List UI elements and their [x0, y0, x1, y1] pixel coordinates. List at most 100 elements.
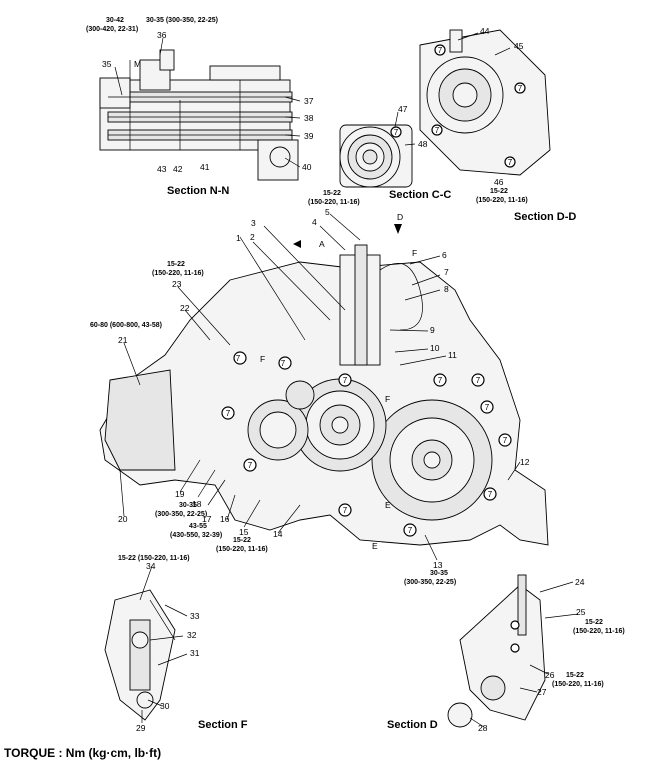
callout-12: 12 — [520, 457, 530, 467]
torque-15-22-15: 15-22 (150-220, 11-16) — [216, 537, 268, 553]
callout-41: 41 — [200, 162, 210, 172]
callout-28: 28 — [478, 723, 488, 733]
callout-37: 37 — [304, 96, 314, 106]
callout-7: 7 — [444, 267, 449, 277]
callout-8: 8 — [444, 284, 449, 294]
callout-32: 32 — [187, 630, 197, 640]
callout-22: 22 — [180, 303, 190, 313]
svg-text:7: 7 — [438, 376, 443, 385]
svg-text:7: 7 — [488, 490, 493, 499]
section-d-d-drawing — [419, 29, 551, 176]
section-n-n-drawing — [99, 49, 299, 181]
leader-lines — [114, 32, 579, 728]
callout-10: 10 — [430, 343, 440, 353]
callout-39: 39 — [304, 131, 314, 141]
main-housing-drawing — [99, 244, 549, 546]
arrow-d-icon — [394, 224, 402, 234]
section-markers: M A D F F F E E — [134, 59, 417, 551]
marker-e-bottom: E — [372, 541, 378, 551]
callout-45: 45 — [514, 41, 524, 51]
callout-15: 15 — [239, 527, 249, 537]
callout-44: 44 — [480, 26, 490, 36]
callout-47: 47 — [398, 104, 408, 114]
svg-text:7: 7 — [226, 409, 231, 418]
torque-30-42: 30-42 (300-420, 22-31) — [86, 17, 138, 33]
marker-f-mid: F — [260, 354, 265, 364]
torque-15-22-upper: 15-22 (150-220, 11-16) — [308, 190, 360, 206]
svg-text:7: 7 — [343, 376, 348, 385]
callout-26: 26 — [545, 670, 555, 680]
callout-33: 33 — [190, 611, 200, 621]
callout-25: 25 — [576, 607, 586, 617]
callout-13: 13 — [433, 560, 443, 570]
callout-30: 30 — [160, 701, 170, 711]
svg-text:7: 7 — [518, 84, 523, 93]
callout-6: 6 — [442, 250, 447, 260]
section-f-title: Section F — [198, 719, 248, 731]
section-c-c-title: Section C-C — [389, 189, 451, 201]
marker-m: M — [134, 59, 141, 69]
callout-19: 19 — [175, 489, 185, 499]
callout-34: 34 — [146, 561, 156, 571]
torque-15-22-d25: 15-22 (150-220, 11-16) — [573, 619, 625, 635]
svg-text:7: 7 — [435, 126, 440, 135]
svg-text:7: 7 — [248, 461, 253, 470]
svg-text:7: 7 — [476, 376, 481, 385]
section-d-drawing — [447, 574, 546, 728]
callout-21: 21 — [118, 335, 128, 345]
callout-42: 42 — [173, 164, 183, 174]
callout-3: 3 — [251, 218, 256, 228]
callout-29: 29 — [136, 723, 146, 733]
callout-40: 40 — [302, 162, 312, 172]
section-c-c-drawing — [339, 124, 413, 188]
svg-text:7: 7 — [438, 46, 443, 55]
svg-text:7: 7 — [343, 506, 348, 515]
svg-text:7: 7 — [394, 128, 399, 137]
torque-unit-footer: TORQUE : Nm (kg·cm, lb·ft) — [4, 746, 162, 760]
torque-30-35-13: 30-35 (300-350, 22-25) — [404, 570, 456, 586]
section-d-title: Section D — [387, 719, 438, 731]
callout-20: 20 — [118, 514, 128, 524]
callout-23: 23 — [172, 279, 182, 289]
torque-15-22-dd: 15-22 (150-220, 11-16) — [476, 188, 528, 204]
torque-60-80: 60-80 (600-800, 43-58) — [90, 322, 162, 329]
callout-1: 1 — [236, 233, 241, 243]
section-f-drawing — [104, 589, 176, 721]
torque-43-55: 43-55 (430-550, 32-39) — [170, 523, 222, 539]
callout-16: 16 — [220, 514, 230, 524]
callout-9: 9 — [430, 325, 435, 335]
callout-31: 31 — [190, 648, 200, 658]
torque-15-22-left: 15-22 (150-220, 11-16) — [152, 261, 204, 277]
torque-15-22-f: 15-22 (150-220, 11-16) — [118, 555, 190, 562]
svg-text:7: 7 — [236, 354, 241, 363]
circled-7-labels: 7 7 7 7 7 7 7 7 7 7 7 7 7 7 7 7 7 — [226, 46, 523, 535]
marker-f-right: F — [385, 394, 390, 404]
callout-11: 11 — [448, 350, 457, 360]
torque-30-35-top: 30-35 (300-350, 22-25) — [146, 17, 218, 24]
marker-f-top: F — [412, 248, 417, 258]
section-d-d-title: Section D-D — [514, 211, 576, 223]
callout-14: 14 — [273, 529, 283, 539]
callout-2: 2 — [250, 232, 255, 242]
callout-48: 48 — [418, 139, 428, 149]
callout-27: 27 — [537, 687, 547, 697]
callout-5: 5 — [325, 207, 330, 217]
marker-d: D — [397, 212, 403, 222]
callout-18: 18 — [192, 499, 202, 509]
svg-text:7: 7 — [485, 403, 490, 412]
torque-30-35-19: 30-35 (300-350, 22-25) — [155, 502, 207, 518]
callout-numbers: 1 2 3 4 5 6 7 8 9 10 11 12 13 14 15 16 1… — [102, 26, 586, 733]
marker-a: A — [319, 239, 325, 249]
section-n-n-title: Section N-N — [167, 185, 229, 197]
callout-17: 17 — [202, 514, 212, 524]
callout-24: 24 — [575, 577, 585, 587]
callout-38: 38 — [304, 113, 314, 123]
callout-4: 4 — [312, 217, 317, 227]
torque-15-22-d26: 15-22 (150-220, 11-16) — [552, 672, 604, 688]
arrow-a-icon — [293, 240, 301, 248]
callout-43: 43 — [157, 164, 167, 174]
callout-35: 35 — [102, 59, 112, 69]
marker-e-top: E — [385, 500, 391, 510]
svg-text:7: 7 — [503, 436, 508, 445]
